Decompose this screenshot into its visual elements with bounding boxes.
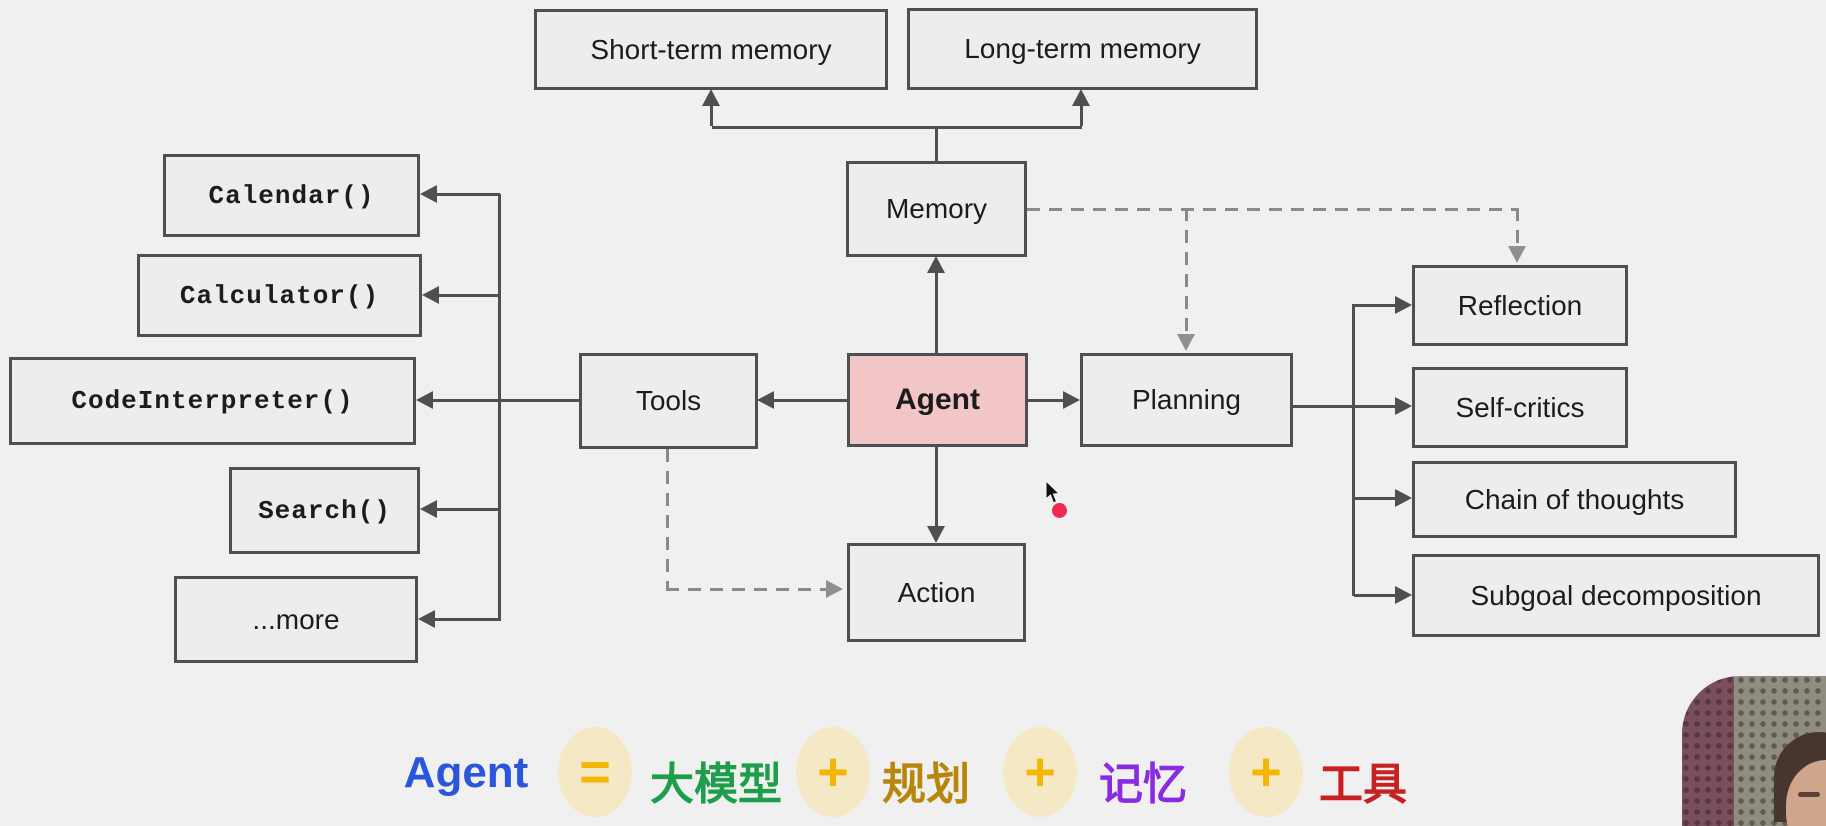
edge-agent-to-planning bbox=[1028, 399, 1064, 402]
edge-memory-stub-up bbox=[935, 126, 938, 161]
edge-tools-to-codeinterpreter bbox=[432, 399, 579, 402]
node-planning: Planning bbox=[1080, 353, 1293, 447]
arrowhead-into-more bbox=[418, 610, 435, 628]
acoustic-foam-maroon bbox=[1682, 676, 1734, 826]
dashed-edge-to-action bbox=[666, 588, 826, 591]
node-calendar: Calendar() bbox=[163, 154, 420, 237]
edge-to-short-term bbox=[710, 106, 713, 126]
edge-agent-to-memory bbox=[935, 273, 938, 353]
arrowhead-into-action bbox=[927, 526, 945, 543]
plus-oval-2: + bbox=[1003, 727, 1077, 817]
arrowhead-into-reflection bbox=[1395, 296, 1412, 314]
edge-trunk-to-chain bbox=[1354, 497, 1396, 500]
arrowhead-into-codeinterpreter bbox=[416, 391, 433, 409]
edge-trunk-to-calendar bbox=[436, 193, 500, 196]
formula-agent-text: Agent bbox=[403, 748, 529, 797]
dashed-edge-down-to-reflection bbox=[1516, 208, 1519, 246]
dashed-arrowhead-into-action bbox=[826, 580, 843, 598]
edge-trunk-to-reflection bbox=[1354, 304, 1396, 307]
edge-planning-to-selfcritics bbox=[1293, 405, 1396, 408]
arrowhead-into-search bbox=[420, 500, 437, 518]
node-chain-of-thoughts: Chain of thoughts bbox=[1412, 461, 1737, 538]
dashed-edge-down-to-planning bbox=[1185, 208, 1188, 334]
dashed-edge-tools-down bbox=[666, 449, 669, 590]
equals-icon: = bbox=[579, 742, 611, 802]
edge-to-long-term bbox=[1080, 106, 1083, 126]
formula-tools-text: 工具 bbox=[1319, 760, 1407, 809]
webcam-overlay bbox=[1682, 676, 1826, 826]
arrowhead-into-calculator bbox=[422, 286, 439, 304]
dashed-arrowhead-into-reflection bbox=[1508, 246, 1526, 263]
formula-memory-text: 记忆 bbox=[1099, 760, 1187, 809]
node-search: Search() bbox=[229, 467, 420, 554]
formula-llm-text: 大模型 bbox=[650, 760, 782, 809]
formula-planning-text: 规划 bbox=[882, 760, 970, 809]
dashed-arrowhead-into-planning bbox=[1177, 334, 1195, 351]
edge-agent-to-tools bbox=[774, 399, 847, 402]
mouse-cursor-icon bbox=[1045, 479, 1062, 510]
node-action: Action bbox=[847, 543, 1026, 642]
laser-pointer-dot bbox=[1052, 503, 1067, 518]
arrowhead-into-short-term bbox=[702, 89, 720, 106]
equals-oval: = bbox=[558, 727, 632, 817]
edge-trunk-to-more bbox=[434, 618, 500, 621]
node-calculator: Calculator() bbox=[137, 254, 422, 337]
edge-trunk-to-subgoal bbox=[1354, 594, 1396, 597]
node-tools: Tools bbox=[579, 353, 758, 449]
node-long-term-memory: Long-term memory bbox=[907, 8, 1258, 90]
edge-trunk-to-calculator bbox=[438, 294, 500, 297]
arrowhead-into-selfcritics bbox=[1395, 397, 1412, 415]
plus-oval-3: + bbox=[1229, 727, 1303, 817]
plus-icon: + bbox=[1024, 742, 1056, 802]
plus-icon: + bbox=[817, 742, 849, 802]
node-code-interpreter: CodeInterpreter() bbox=[9, 357, 416, 445]
arrowhead-into-planning bbox=[1063, 391, 1080, 409]
edge-trunk-to-search bbox=[436, 508, 500, 511]
dashed-edge-memory-right bbox=[1027, 208, 1518, 211]
arrowhead-into-subgoal bbox=[1395, 586, 1412, 604]
edge-agent-to-action bbox=[935, 447, 938, 527]
node-more: ...more bbox=[174, 576, 418, 663]
plus-oval-1: + bbox=[796, 727, 870, 817]
edge-memory-top-horizontal bbox=[712, 126, 1082, 129]
plus-icon: + bbox=[1250, 742, 1282, 802]
arrowhead-into-long-term bbox=[1072, 89, 1090, 106]
node-short-term-memory: Short-term memory bbox=[534, 9, 888, 90]
node-reflection: Reflection bbox=[1412, 265, 1628, 346]
node-agent: Agent bbox=[847, 353, 1028, 447]
node-memory: Memory bbox=[846, 161, 1027, 257]
arrowhead-into-calendar bbox=[420, 185, 437, 203]
arrowhead-into-tools bbox=[757, 391, 774, 409]
edge-planning-trunk-vertical bbox=[1352, 304, 1355, 596]
arrowhead-into-chain bbox=[1395, 489, 1412, 507]
node-self-critics: Self-critics bbox=[1412, 367, 1628, 448]
node-subgoal-decomposition: Subgoal decomposition bbox=[1412, 554, 1820, 637]
arrowhead-into-memory bbox=[927, 256, 945, 273]
presenter-eyebrow bbox=[1798, 792, 1820, 797]
edge-tools-trunk-vertical bbox=[498, 194, 501, 621]
